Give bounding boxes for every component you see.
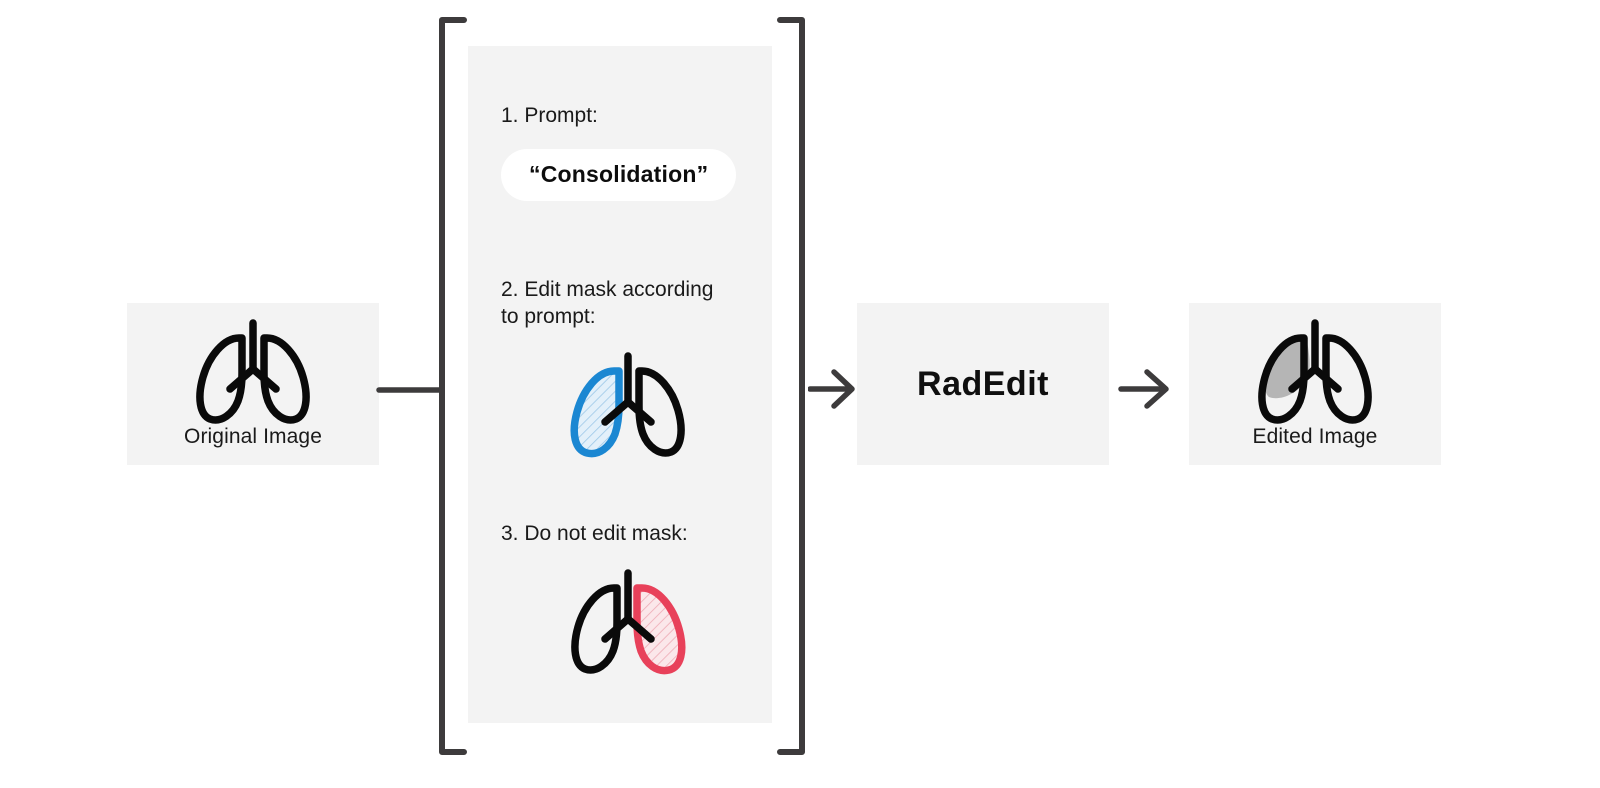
- step-2-text: 2. Edit mask according to prompt:: [501, 278, 714, 328]
- lungs-icon: [178, 311, 328, 436]
- original-image-label: Original Image: [184, 425, 322, 448]
- step-1-text: 1. Prompt:: [501, 104, 598, 127]
- step-2: 2. Edit mask according to prompt:: [501, 276, 760, 469]
- step-1: 1. Prompt: “Consolidation”: [501, 102, 754, 201]
- prompt-value-pill[interactable]: “Consolidation”: [501, 149, 737, 201]
- lungs-edit-mask-icon: [553, 344, 760, 469]
- lungs-consolidation-icon: [1240, 311, 1390, 436]
- arrow-right-icon-to-model: [808, 369, 855, 409]
- edited-image-tile: Edited Image: [1189, 303, 1441, 465]
- step-3-text: 3. Do not edit mask:: [501, 522, 688, 545]
- arrow-right-icon-to-output: [1118, 369, 1169, 409]
- bracket-left: [439, 17, 467, 755]
- radedit-model-tile: RadEdit: [857, 303, 1109, 465]
- original-image-tile: Original Image: [127, 303, 379, 465]
- radedit-label: RadEdit: [917, 364, 1049, 403]
- step-3: 3. Do not edit mask:: [501, 520, 760, 686]
- bracket-right: [777, 17, 805, 755]
- edited-image-label: Edited Image: [1252, 425, 1378, 448]
- line-connector-input-to-bracket: [376, 387, 442, 393]
- lungs-keep-mask-icon: [553, 561, 760, 686]
- edit-instructions-panel: 1. Prompt: “Consolidation” 2. Edit mask …: [468, 46, 772, 723]
